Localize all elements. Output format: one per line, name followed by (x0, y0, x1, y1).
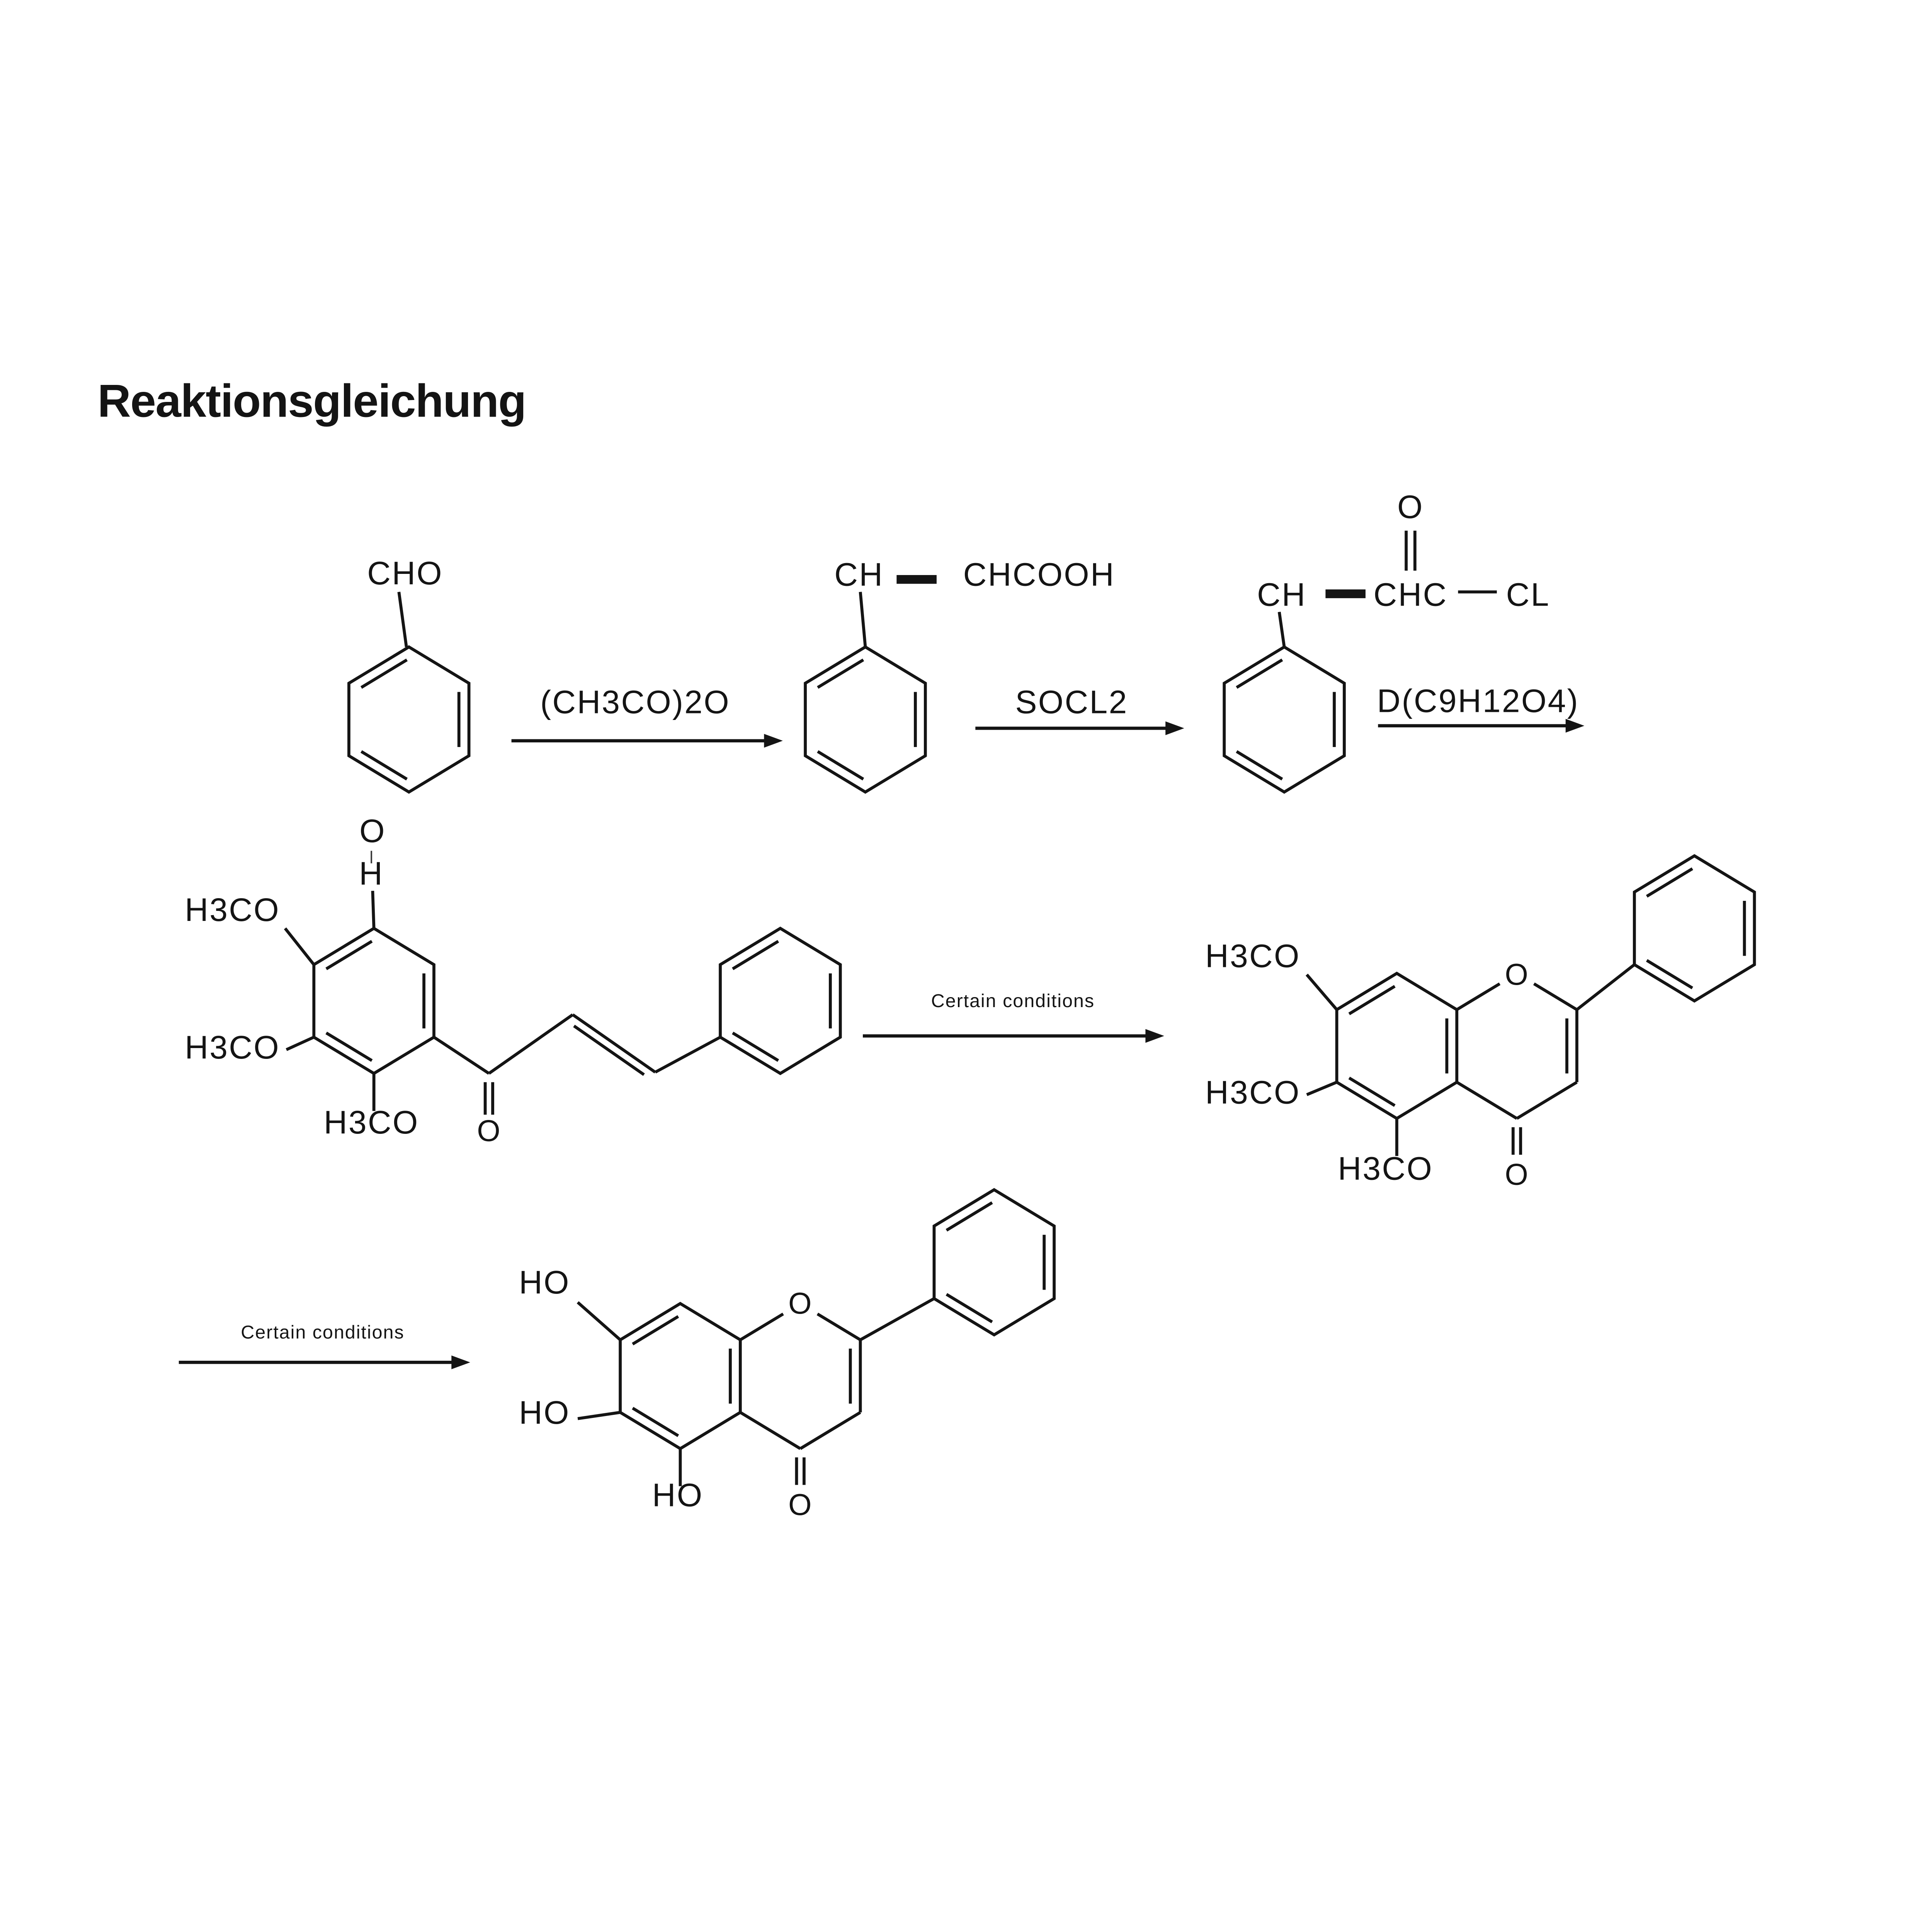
s2-benzene-ring-double-bond (817, 750, 864, 781)
s5-aring-benzene-double-bond (1348, 985, 1396, 1015)
reaction-arrow-5-head (451, 1355, 470, 1369)
s1-cho-bond (397, 592, 408, 647)
s5-aring-benzene-double-bond (1348, 1076, 1396, 1107)
s2-chcooh-label: CHCOOH (963, 556, 1115, 592)
s3-cl-label: CL (1506, 576, 1550, 613)
s2-ch-bond (859, 592, 867, 647)
s5-h3co-topleft-label: H3CO (1205, 938, 1301, 974)
s3-ch-bond (1277, 611, 1286, 647)
s5-o-c2-bond (1533, 982, 1578, 1011)
s5-h3co-topleft-bond (1305, 973, 1338, 1011)
s6-phenyl-ring (932, 1188, 1056, 1337)
s6-c3-c4-bond (799, 1411, 861, 1450)
s4-phenyl-ring (719, 926, 842, 1076)
s5-aring-benzene (1335, 972, 1459, 1120)
s6-aring-benzene-double-bond (632, 1315, 679, 1346)
s6-ho-bottom-label: HO (652, 1477, 704, 1513)
s2-benzene-ring (804, 645, 927, 794)
s4-phenyl-ring-double-bond (732, 940, 779, 970)
s6-carbonyl-o-label: O (788, 1488, 812, 1521)
s3-benzene-ring-double-bond (1236, 659, 1283, 689)
s6-c2-phenyl-bond (859, 1297, 935, 1341)
s5-c4-ring-bond (1456, 1081, 1518, 1120)
s4-h3co-topleft-label: H3CO (185, 892, 280, 928)
s1-cho-label: CHO (367, 555, 443, 591)
s6-phenyl-ring-double-bond (946, 1293, 993, 1323)
s5-c3-c4-bond (1516, 1081, 1578, 1120)
s4-vinyl-double-bond-inner (573, 1025, 645, 1076)
s6-ring-o-bond (739, 1312, 784, 1341)
s1-benzene-ring-double-bond (360, 750, 408, 781)
s4-aring-benzene-double-bond (325, 940, 373, 970)
s4-vinyl-double-bond (571, 1013, 656, 1074)
s6-o-c2-bond (816, 1312, 861, 1341)
s6-ho-left-bond (577, 1411, 621, 1420)
s5-phenyl-ring (1633, 854, 1756, 1003)
arrow2-reagent-label: SOCL2 (1015, 684, 1128, 720)
arrow5-conditions-label: Certain conditions (241, 1322, 404, 1343)
s5-c2-phenyl-bond (1576, 963, 1636, 1011)
s5-h3co-left-label: H3CO (1205, 1074, 1301, 1110)
s5-h3co-bottom-label: H3CO (1338, 1150, 1433, 1187)
s5-ring-o-label: O (1505, 958, 1529, 991)
s4-oh-ring-bond (371, 890, 376, 929)
s4-hydroxyl-o-label: O (359, 813, 386, 849)
reaction-arrow-3-head (1565, 719, 1585, 733)
s2-ch-label: CH (834, 556, 884, 592)
s4-hydroxyl-h-label: H (359, 855, 384, 892)
s4-chain-bond (488, 1013, 574, 1075)
reaction-arrow-4-head (1145, 1029, 1164, 1043)
s5-carbonyl-o-label: O (1505, 1158, 1529, 1191)
s6-phenyl-ring-double-bond (946, 1201, 993, 1232)
s6-ho-left-label: HO (519, 1394, 570, 1431)
s3-ch-label: CH (1257, 576, 1306, 613)
structure-geometry (179, 531, 1756, 1486)
s4-aring-benzene (312, 926, 435, 1076)
arrow4-conditions-label: Certain conditions (931, 990, 1095, 1011)
s3-chc-label: CHC (1374, 576, 1448, 613)
s2-bold-double-dash (896, 575, 937, 584)
s4-chain-phenyl-bond (654, 1036, 721, 1074)
s5-phenyl-ring-double-bond (1646, 867, 1693, 898)
s6-ho-topleft-label: HO (519, 1264, 570, 1300)
s4-h3co-topleft-bond (284, 927, 315, 966)
s4-h3co-left-label: H3CO (185, 1029, 280, 1065)
s6-ho-topleft-bond (577, 1301, 621, 1341)
s4-carbonyl-o-label: O (477, 1114, 501, 1147)
arrow1-reagent-label: (CH3CO)2O (540, 684, 730, 720)
s4-phenyl-ring-double-bond (732, 1031, 779, 1062)
s3-bold-double-dash (1325, 589, 1366, 598)
s3-benzene-ring-double-bond (1236, 750, 1283, 781)
s4-aring-benzene-double-bond (325, 1031, 373, 1062)
s6-c4-ring-bond (739, 1411, 801, 1450)
reaction-arrow-2-head (1165, 721, 1184, 735)
reaction-arrow-1-head (764, 734, 783, 748)
s5-h3co-left-bond (1306, 1081, 1338, 1096)
s1-benzene-ring-double-bond (360, 659, 408, 689)
s4-ring-carbonyl-bond (433, 1036, 490, 1075)
s6-ring-o-label: O (788, 1287, 812, 1320)
s2-benzene-ring-double-bond (817, 659, 864, 689)
s1-benzene-ring (347, 645, 471, 794)
s5-phenyl-ring-double-bond (1646, 959, 1693, 989)
s3-carbonyl-o-label: O (1397, 489, 1424, 525)
s3-benzene-ring (1223, 645, 1346, 794)
s6-aring-benzene-double-bond (632, 1407, 679, 1437)
s5-ring-o-bond (1456, 982, 1501, 1011)
s4-h3co-left-bond (286, 1036, 315, 1051)
s4-h3co-bottom-label: H3CO (324, 1104, 419, 1140)
arrow3-reagent-label: D(C9H12O4) (1377, 682, 1579, 719)
page-title: Reaktionsgleichung (97, 376, 526, 427)
s6-aring-benzene (619, 1302, 742, 1451)
